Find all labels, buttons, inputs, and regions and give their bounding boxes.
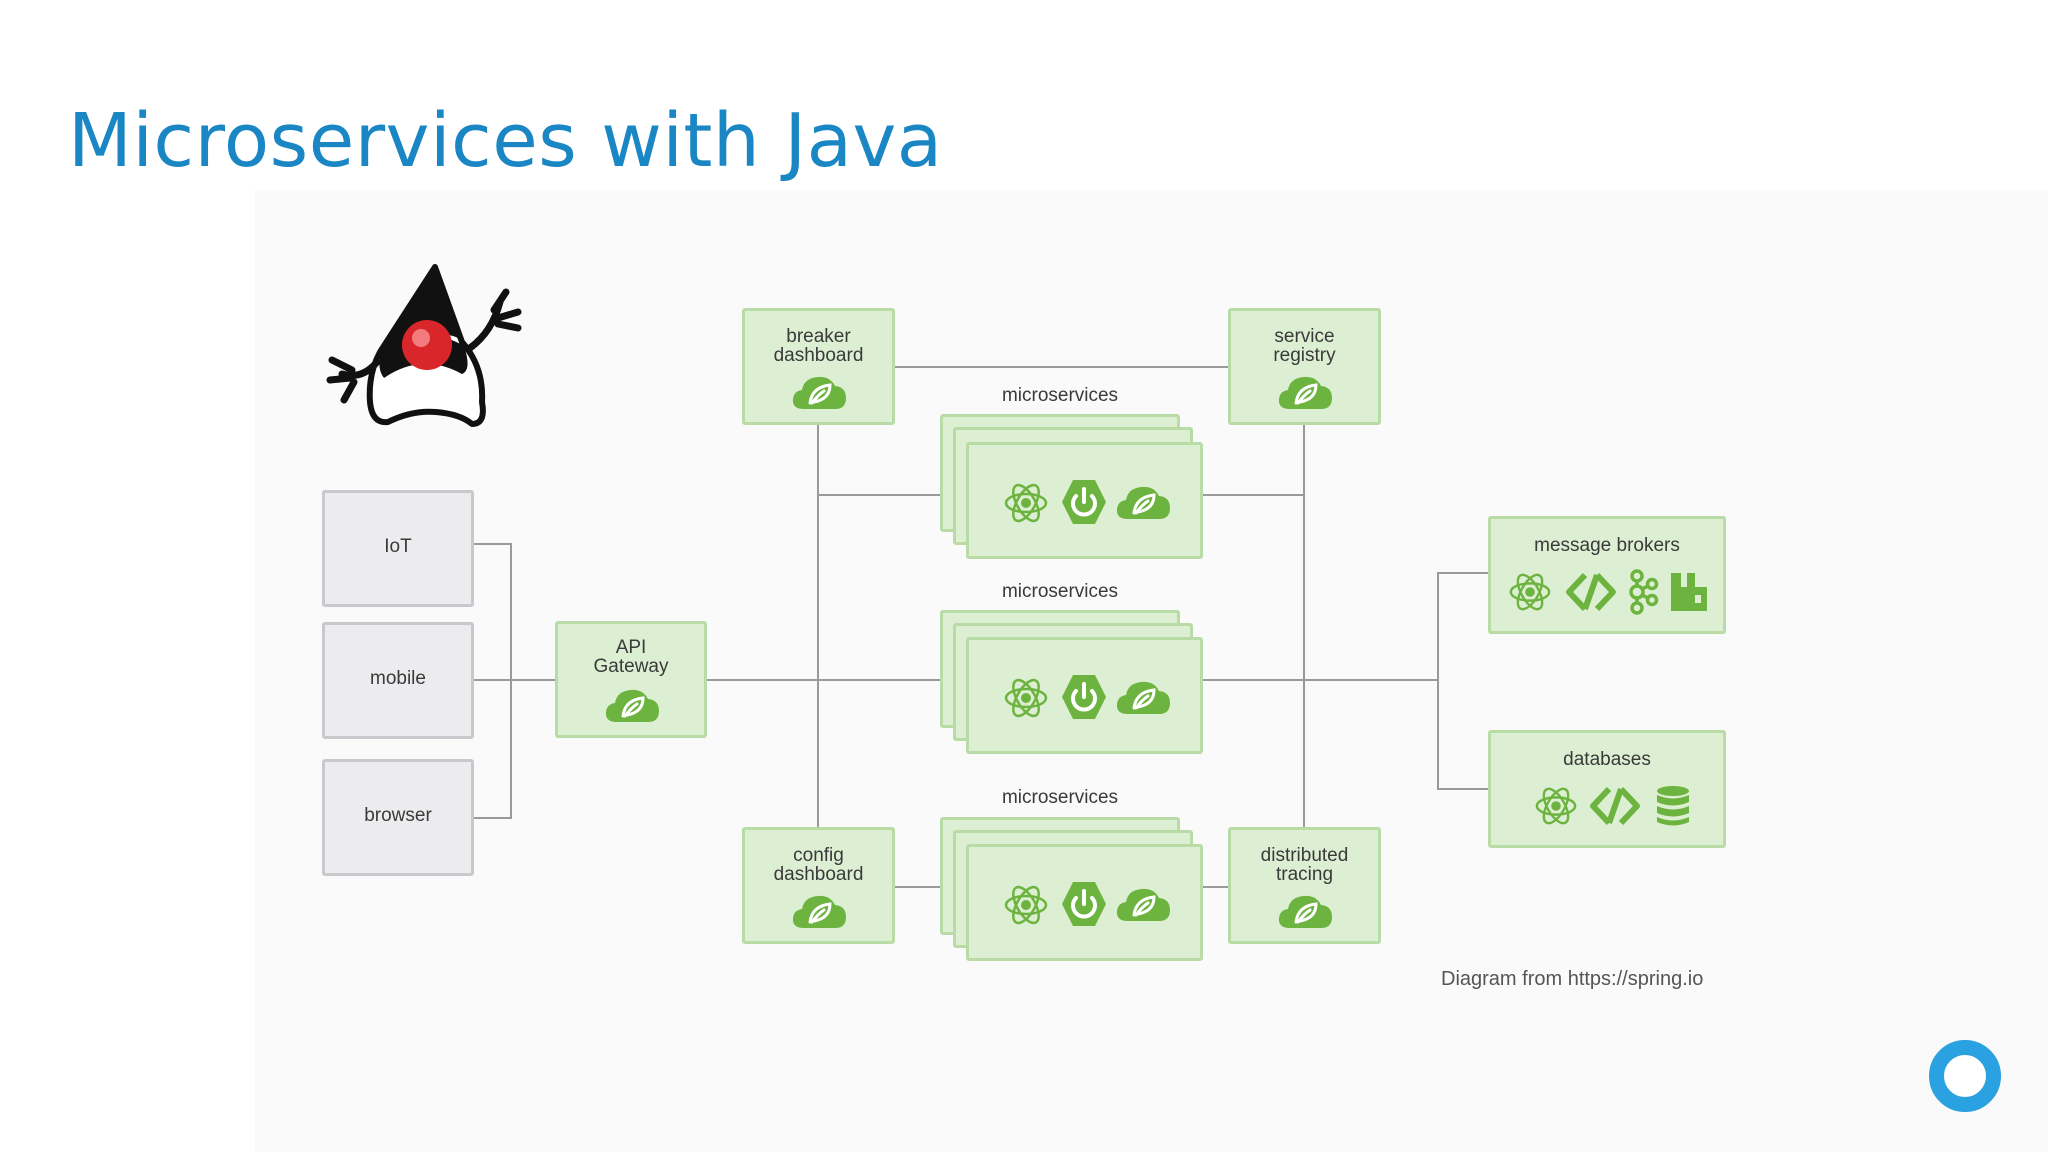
diagram-source-caption: Diagram from https://spring.io [1441,968,1704,990]
databases-box: databases [1488,730,1726,848]
duke-mascot-icon [326,264,522,427]
breaker-dashboard-label-line1: breaker [786,326,851,347]
distributed-tracing-label-line1: distributed [1260,845,1349,866]
reactor-icon [1004,483,1048,523]
reactor-icon [1535,787,1577,825]
config-dashboard-box: config dashboard [742,827,895,944]
distributed-tracing-box: distributed tracing [1228,827,1381,944]
service-registry-label-line1: service [1274,326,1335,347]
pivotal-icon [1566,572,1616,612]
microservices-label-bottom: microservices [1001,787,1119,808]
api-gateway-box: API Gateway [555,621,707,738]
record-ring-icon[interactable] [1929,1040,2001,1112]
client-iot-label: IoT [384,536,412,557]
microservices-box-top [966,442,1203,559]
spring-cloud-icon [792,376,846,409]
distributed-tracing-label-line2: tracing [1275,864,1334,885]
spring-boot-icon [1062,480,1106,524]
spring-cloud-icon [792,895,846,928]
spring-cloud-icon [1116,888,1170,921]
spring-cloud-icon [1278,376,1332,409]
message-brokers-label: message brokers [1534,535,1680,556]
breaker-dashboard-label-line2: dashboard [773,345,864,366]
slide-title: Microservices with Java [68,98,943,184]
service-registry-box: service registry [1228,308,1381,425]
databases-label: databases [1563,749,1651,770]
breaker-dashboard-box: breaker dashboard [742,308,895,425]
api-gateway-label-line1: API [615,637,647,658]
client-browser-label: browser [364,805,432,826]
microservices-box-bottom [966,844,1203,961]
client-browser-box: browser [322,759,474,876]
reactor-icon [1004,885,1048,925]
kafka-icon [1629,569,1659,615]
spring-boot-icon [1062,675,1106,719]
pivotal-icon [1590,786,1640,826]
microservices-box-middle [966,637,1203,754]
database-icon [1657,786,1689,826]
config-dashboard-label-line1: config [793,845,844,866]
spring-cloud-icon [1116,486,1170,519]
reactor-icon [1004,678,1048,718]
reactor-icon [1509,573,1551,611]
microservices-label-middle: microservices [1001,581,1119,602]
message-brokers-box: message brokers [1488,516,1726,634]
service-registry-label-line2: registry [1273,345,1336,366]
microservices-label-top: microservices [1001,385,1119,406]
spring-cloud-icon [1278,895,1332,928]
client-iot-box: IoT [322,490,474,607]
spring-cloud-icon [1116,681,1170,714]
config-dashboard-label-line2: dashboard [773,864,864,885]
client-mobile-box: mobile [322,622,474,739]
spring-cloud-icon [605,689,659,722]
api-gateway-label-line2: Gateway [593,656,669,677]
client-mobile-label: mobile [370,668,426,689]
rabbitmq-icon [1671,573,1707,611]
spring-boot-icon [1062,882,1106,926]
